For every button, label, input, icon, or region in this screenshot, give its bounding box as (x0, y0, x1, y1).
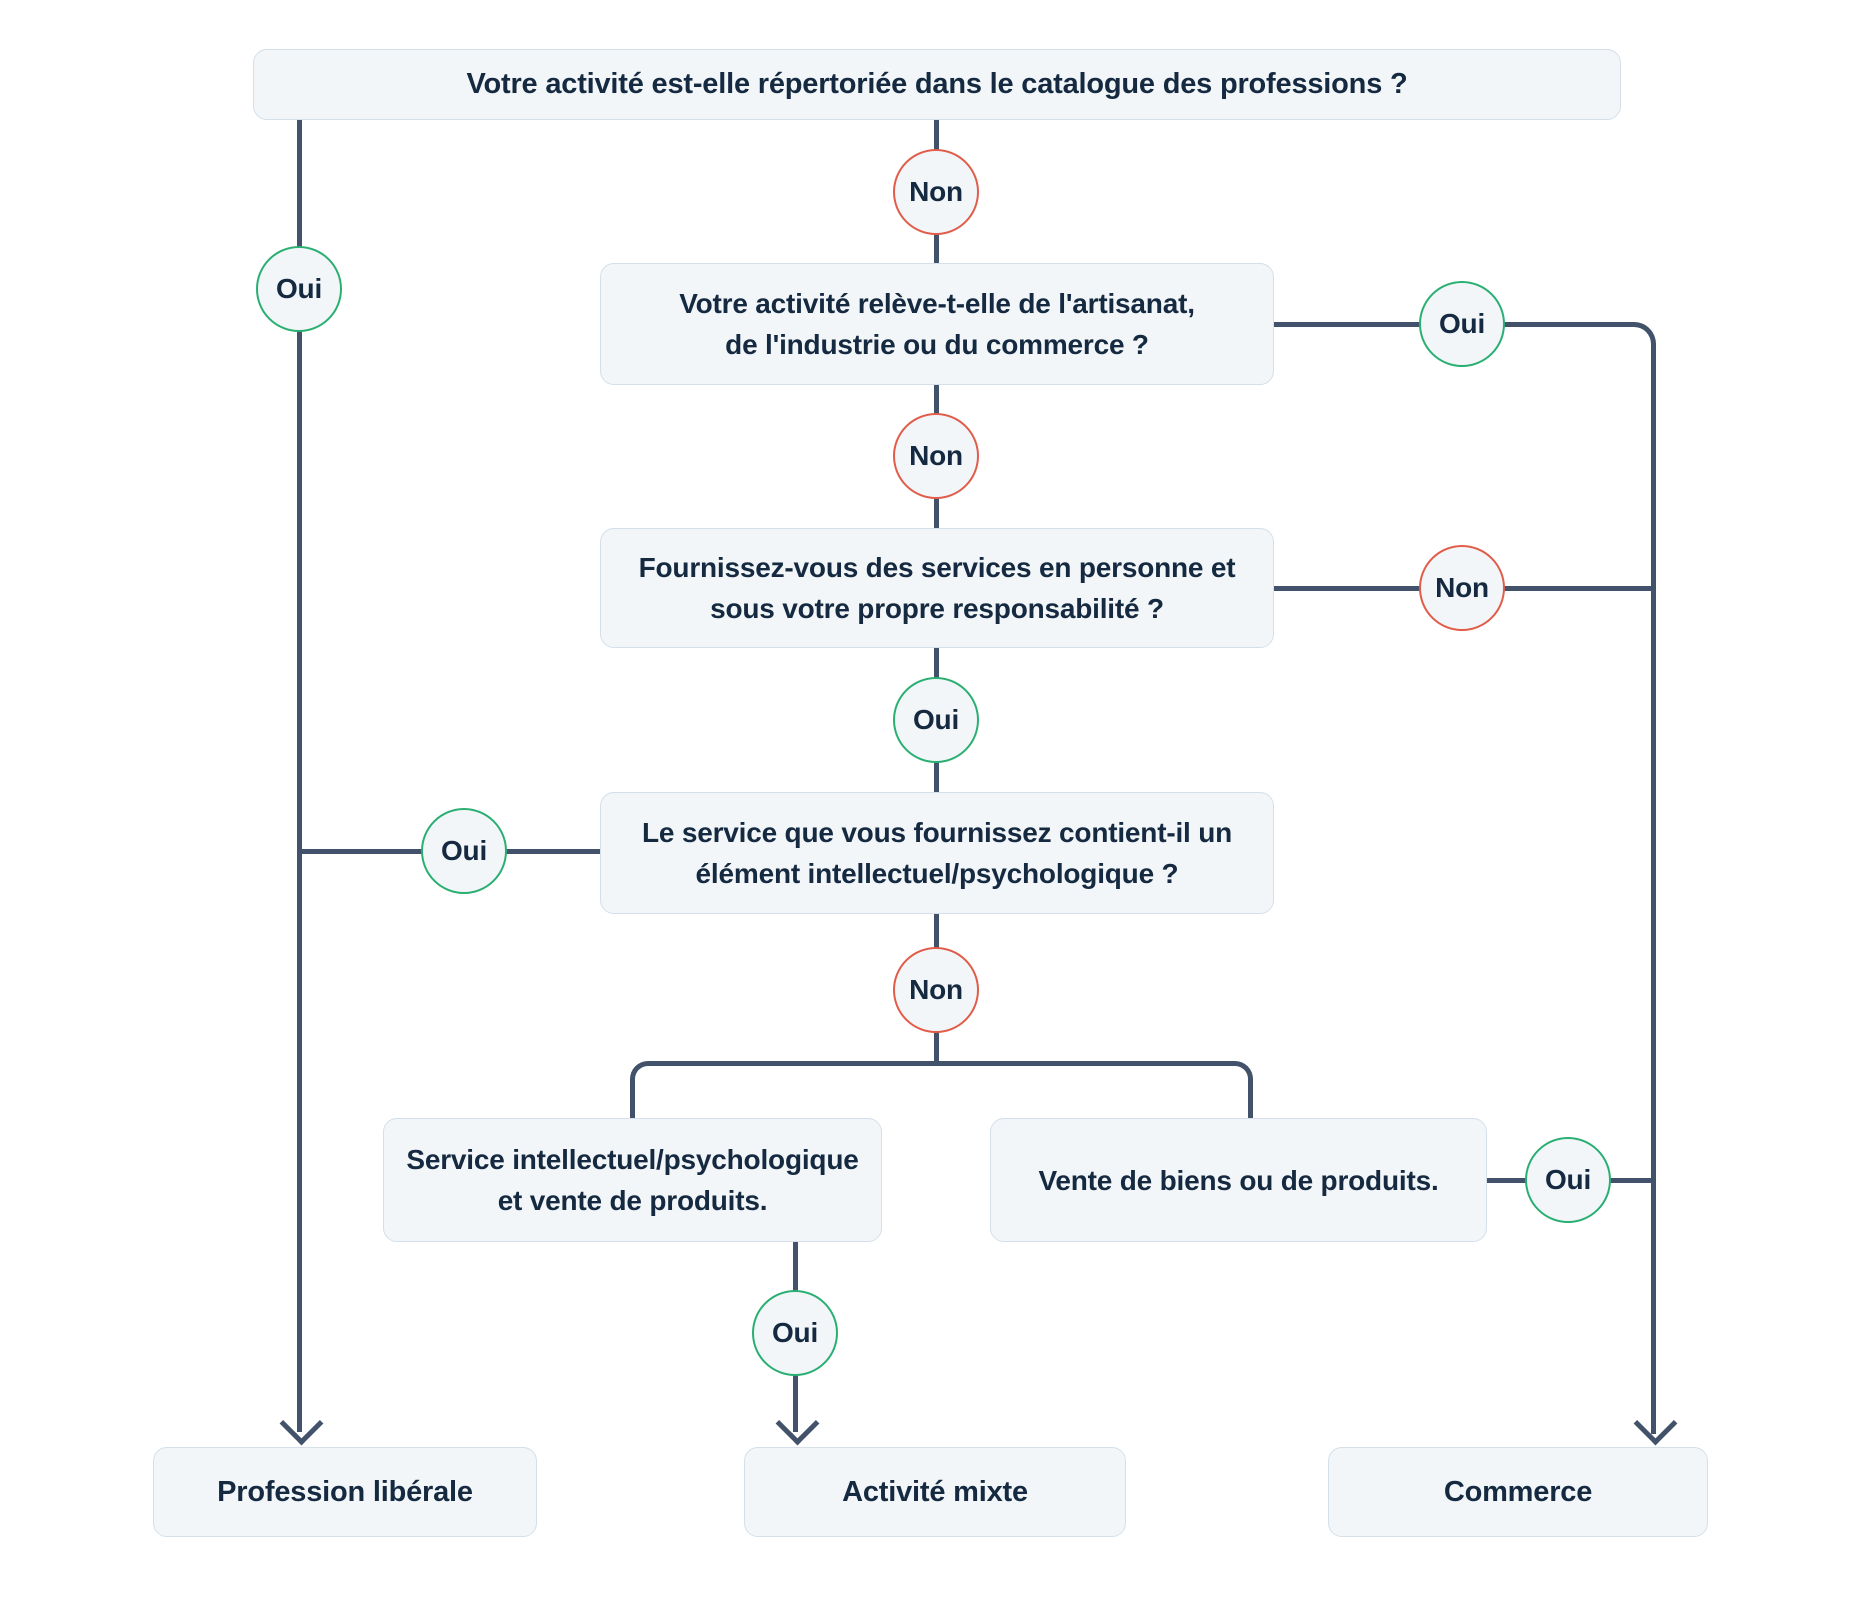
question-artisanat-line1: Votre activité relève-t-elle de l'artisa… (679, 288, 1195, 319)
decision-non-q1: Non (893, 149, 979, 235)
decision-oui-q3-label: Oui (912, 704, 960, 735)
decision-oui-q2: Oui (1419, 281, 1505, 367)
option-service-et-vente-box: Service intellectuel/psychologique et ve… (383, 1118, 882, 1242)
decision-oui-q6-label: Oui (1544, 1164, 1592, 1195)
question-intellectuel-line2: élément intellectuel/psychologique ? (695, 858, 1179, 889)
question-artisanat-box: Votre activité relève-t-elle de l'artisa… (600, 263, 1274, 385)
arrow-down-mixte-icon (775, 1401, 820, 1446)
outcome-profession-liberale-text: Profession libérale (217, 1475, 473, 1508)
question-services-box: Fournissez-vous des services en personne… (600, 528, 1274, 648)
decision-non-q3: Non (1419, 545, 1505, 631)
decision-oui-q1: Oui (256, 246, 342, 332)
decision-non-q2: Non (893, 413, 979, 499)
outcome-commerce-box: Commerce (1328, 1447, 1708, 1537)
question-services-line2: sous votre propre responsabilité ? (710, 593, 1164, 624)
decision-oui-q4-label: Oui (440, 835, 488, 866)
question-catalogue-box: Votre activité est-elle répertoriée dans… (253, 49, 1621, 120)
decision-oui-q2-label: Oui (1438, 308, 1486, 339)
decision-oui-q5: Oui (752, 1290, 838, 1376)
decision-oui-q4: Oui (421, 808, 507, 894)
decision-oui-q1-label: Oui (275, 273, 323, 304)
decision-non-q1-label: Non (909, 176, 963, 207)
decision-non-q2-label: Non (909, 440, 963, 471)
question-catalogue-text: Votre activité est-elle répertoriée dans… (466, 68, 1408, 100)
outcome-activite-mixte-box: Activité mixte (744, 1447, 1126, 1537)
connector-right-path (1274, 322, 1656, 1434)
decision-oui-q6: Oui (1525, 1137, 1611, 1223)
question-artisanat-line2: de l'industrie ou du commerce ? (725, 329, 1149, 360)
question-services-line1: Fournissez-vous des services en personne… (638, 552, 1236, 583)
option-vente-biens-box: Vente de biens ou de produits. (990, 1118, 1487, 1242)
outcome-activite-mixte-text: Activité mixte (842, 1475, 1028, 1508)
outcome-commerce-text: Commerce (1443, 1475, 1593, 1508)
decision-oui-q5-label: Oui (771, 1317, 819, 1348)
outcome-profession-liberale-box: Profession libérale (153, 1447, 537, 1537)
decision-non-q3-label: Non (1435, 572, 1489, 603)
option-vente-biens-text: Vente de biens ou de produits. (1038, 1164, 1439, 1196)
arrow-down-liberale-icon (279, 1401, 324, 1446)
connector-split-bar (630, 1061, 1253, 1120)
question-intellectuel-box: Le service que vous fournissez contient-… (600, 792, 1274, 914)
decision-non-q4-label: Non (909, 974, 963, 1005)
decision-non-q4: Non (893, 947, 979, 1033)
question-intellectuel-line1: Le service que vous fournissez contient-… (641, 817, 1233, 848)
option-service-et-vente-line2: et vente de produits. (497, 1185, 768, 1216)
decision-oui-q3: Oui (893, 677, 979, 763)
option-service-et-vente-line1: Service intellectuel/psychologique (406, 1144, 859, 1175)
connector-left-column (297, 120, 302, 1432)
